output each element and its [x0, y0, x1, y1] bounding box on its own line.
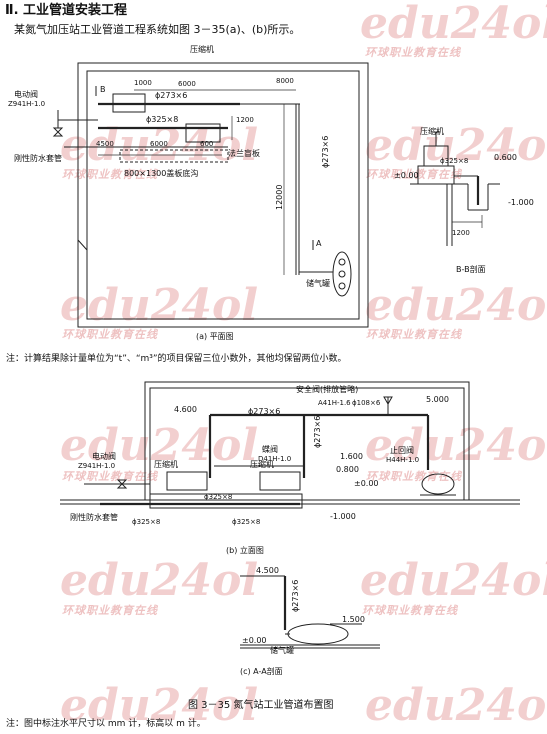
watermark-logo: edu24ol [365, 420, 547, 471]
bb-compressor-label: 压缩机 [420, 127, 444, 136]
watermark-logo: edu24ol [365, 680, 547, 731]
elev-check-valve-label: 止回阀 [390, 446, 414, 455]
elev-pipe-108: ϕ108×6 [352, 399, 381, 407]
elev-compressor-1: 压缩机 [154, 460, 178, 469]
plan-section-b: B [100, 85, 106, 94]
watermark-logo: edu24ol [360, 555, 547, 606]
elev-caption: (b) 立面图 [226, 546, 264, 555]
intro-text: 某氮气加压站工业管道工程系统如图 3－35(a)、(b)所示。 [14, 23, 301, 36]
watermark-logo: edu24ol [60, 280, 259, 331]
watermark-logo: edu24ol [365, 280, 547, 331]
plan-dim-1000: 1000 [134, 79, 152, 87]
watermark-logo: edu24ol [365, 120, 547, 171]
plan-dim-8000: 8000 [276, 77, 294, 85]
bb-caption: B-B剖面 [456, 265, 486, 274]
watermark-tagline: 环球职业教育在线 [62, 328, 158, 341]
plan-valve-model: Z941H-1.0 [8, 100, 46, 108]
aa-pipe-273: ϕ273×6 [291, 579, 300, 612]
plan-dim-6000b: 6000 [150, 140, 168, 148]
watermark-tagline: 环球职业教育在线 [62, 470, 158, 483]
elev-el-1600: 1.600 [340, 452, 363, 461]
elev-sleeve-label: 刚性防水套管 [70, 513, 118, 522]
elev-valve-label: 电动阀 [92, 452, 116, 461]
plan-dim-12000: 12000 [275, 184, 284, 210]
watermark-tagline: 环球职业教育在线 [362, 604, 458, 617]
plan-trench-label: 800×1300盖板底沟 [124, 169, 199, 178]
elev-butterfly-label: 蝶阀 [262, 445, 278, 454]
watermark-logo: edu24ol [60, 420, 259, 471]
watermark-tagline: 环球职业教育在线 [366, 470, 462, 483]
watermark-logo: edu24ol [60, 555, 259, 606]
aa-el-000: ±0.00 [242, 636, 267, 645]
bb-dim-1200: 1200 [452, 229, 470, 237]
elev-pipe-273-vertical: ϕ273×6 [313, 415, 322, 448]
plan-sleeve-label: 刚性防水套管 [14, 154, 62, 163]
aa-el-4500: 4.500 [256, 566, 279, 575]
plan-pipe-273: ϕ273×6 [155, 91, 188, 100]
watermark-tagline: 环球职业教育在线 [366, 168, 462, 181]
elev-butterfly-model: D41H-1.0 [258, 455, 292, 463]
note-units: 注：图中标注水平尺寸以 mm 计，标高以 m 计。 [6, 719, 206, 729]
bb-el-m100: -1.000 [508, 198, 534, 207]
figure-title: 图 3－35 氮气站工业管道布置图 [188, 700, 334, 711]
plan-valve-label: 电动阀 [14, 90, 38, 99]
plan-compressor-label: 压缩机 [190, 45, 214, 54]
elev-el-4600: 4.600 [174, 405, 197, 414]
elev-el-5000: 5.000 [426, 395, 449, 404]
watermark-tagline: 环球职业教育在线 [365, 46, 461, 59]
aa-el-1500: 1.500 [342, 615, 365, 624]
plan-dim-600: 600 [200, 140, 214, 148]
bb-pipe-325: ϕ325×8 [440, 157, 469, 165]
section-heading: Ⅱ. 工业管道安装工程 [5, 3, 128, 18]
elev-compressor-2: 压缩机 [250, 460, 274, 469]
plan-pipe-325: ϕ325×8 [146, 115, 179, 124]
elev-safety-valve-label: 安全阀(排放管略) [296, 385, 359, 394]
aa-tank-label: 储气罐 [270, 646, 294, 655]
elev-check-valve-model: H44H-1.0 [386, 456, 420, 464]
note-rounding: 注：计算结果除计量单位为“t”、“m³”的项目保留三位小数外，其他均保留两位小数… [6, 354, 347, 364]
elev-el-0800: 0.800 [336, 465, 359, 474]
watermark-tagline: 环球职业教育在线 [62, 604, 158, 617]
bb-el-0600: 0.600 [494, 153, 517, 162]
watermark-tagline: 环球职业教育在线 [62, 168, 158, 181]
elev-pipe-273: ϕ273×6 [248, 407, 281, 416]
elev-el-000: ±0.00 [354, 479, 379, 488]
watermark-logo: edu24ol [60, 680, 259, 731]
elev-valve-model: Z941H-1.0 [78, 462, 116, 470]
aa-caption: (c) A-A剖面 [240, 667, 283, 676]
bb-el-000: ±0.00 [394, 171, 419, 180]
plan-flange-label: 法兰盲板 [228, 149, 260, 158]
plan-caption: (a) 平面图 [196, 332, 234, 341]
plan-pipe-273-vertical: ϕ273×6 [321, 135, 330, 168]
elev-pipe-325: ϕ325×8 [204, 493, 233, 501]
plan-dim-1200: 1200 [236, 116, 254, 124]
plan-dim-6000a: 6000 [178, 80, 196, 88]
watermark-logo: edu24ol [360, 0, 547, 49]
elev-pipe-325c: ϕ325×8 [232, 518, 261, 526]
watermark-tagline: 环球职业教育在线 [366, 328, 462, 341]
elev-safety-valve-model: A41H-1.6 [318, 399, 351, 407]
elev-pipe-325b: ϕ325×8 [132, 518, 161, 526]
elev-el-m1000: -1.000 [330, 512, 356, 521]
plan-tank-label: 储气罐 [306, 279, 330, 288]
plan-dim-4500: 4500 [96, 140, 114, 148]
plan-section-a: A [316, 239, 322, 248]
